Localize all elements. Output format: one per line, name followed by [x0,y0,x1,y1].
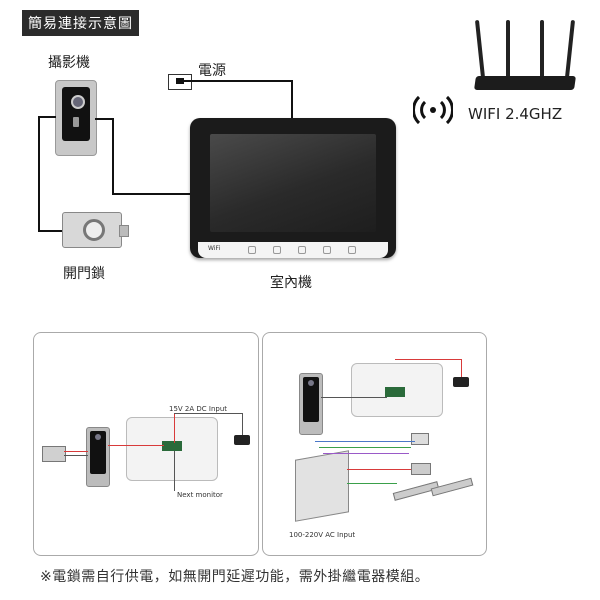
panel-left-lock-icon [42,446,66,462]
indoor-unit-label: 室內機 [270,275,312,291]
panel-right-camera-icon [299,373,323,435]
panel-right-ac-input: 100-220V AC Input [289,531,356,539]
door-lock-icon [62,212,129,248]
page-title: 簡易連接示意圖 [22,10,139,36]
panel-right-relay-box [295,450,349,522]
camera-wire-to-monitor [112,193,190,195]
camera-wire [95,118,113,120]
panel-left-camera-icon [86,427,110,487]
power-wire [180,80,292,82]
wiring-panel-single: 15V 2A DC Input Next monitor [33,332,259,556]
panel-right-lock-icon [411,463,431,475]
camera-wire-drop [112,118,114,194]
lock-wire-side [38,116,40,231]
panel-right-button-icon [411,433,429,445]
panel-left-terminal [162,441,182,451]
camera-icon [55,80,97,156]
indoor-monitor: WiFi [190,118,396,258]
panel-right-adapter-icon [453,377,469,387]
lock-wire-top [38,116,56,118]
monitor-bezel: WiFi [198,242,388,258]
power-plug-icon [168,74,192,90]
wifi-label: WIFI 2.4GHZ [468,105,563,123]
monitor-screen [210,134,376,232]
lock-label: 開門鎖 [63,266,105,282]
wiring-panel-relay: 100-220V AC Input [262,332,487,556]
power-label: 電源 [198,63,226,79]
panel-right-terminal [385,387,405,397]
camera-label: 攝影機 [48,55,90,71]
lock-wire-bottom [38,230,62,232]
power-wire-drop [291,80,293,120]
panel-left-next-monitor: Next monitor [177,491,223,499]
bezel-wifi-text: WiFi [208,245,221,252]
footer-note: ※電鎖需自行供電，如無開門延遲功能，需外掛繼電器模組。 [40,569,430,585]
router-icon [470,18,580,93]
panel-left-power-input: 15V 2A DC Input [169,405,228,413]
wifi-signal-icon [413,95,453,125]
panel-left-adapter-icon [234,435,250,445]
